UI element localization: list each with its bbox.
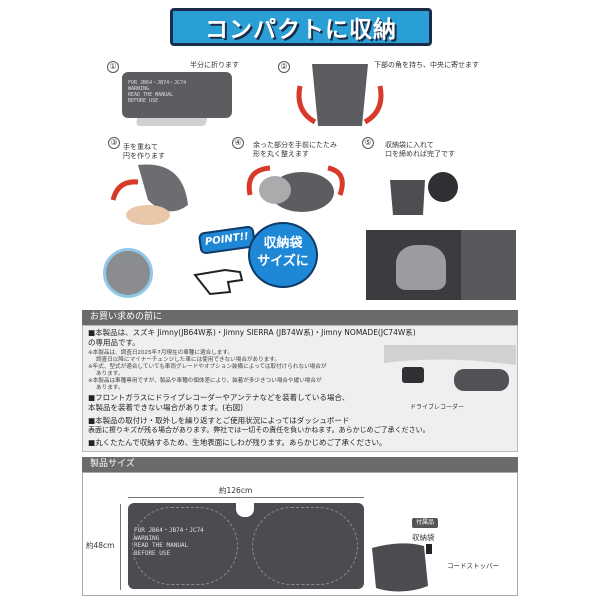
- notice-line-1: ■本製品は、スズキ Jimny(JB64W系)・Jimny SIERRA (JB…: [88, 328, 416, 337]
- notice-line-6: 表面に擦りキズが残る場合があります。弊社では一切その責任を負いかねます。あらかじ…: [88, 426, 430, 434]
- step-3-illustration: [110, 164, 188, 225]
- step-4-text-2: 形を丸く整えます: [253, 150, 309, 158]
- step-5-folded-shade: [428, 172, 458, 202]
- accessory-tag: 付属品: [412, 518, 438, 528]
- step-2-shade: [312, 64, 368, 126]
- step-1-shade: FOR JB64・JB74・JC74 WARNING READ THE MANU…: [122, 72, 232, 118]
- car-interior-photo: [366, 230, 516, 300]
- storage-bag-illustration: [372, 543, 432, 592]
- step-2-number: ②: [278, 61, 290, 73]
- pointing-hand-icon: [193, 268, 244, 296]
- notice-line-2: の専用品です。: [88, 338, 140, 347]
- drive-recorder-illustration: [384, 345, 516, 391]
- step-3-shade: [138, 164, 188, 212]
- notice-small-1: ※本製品は、調査日2025年7月現在の車種に適合します。: [88, 350, 233, 356]
- notice-small-3: ※年式、型式が適合していても車両グレードやオプション装備によっては取付けられない…: [88, 364, 327, 370]
- step-4-arrow-left: [246, 165, 271, 196]
- notice-line-7: ■丸くたたんで収納するため、生地表面にしわが残ります。あらかじめご了承ください。: [88, 438, 387, 447]
- product-seam-right: [252, 507, 358, 585]
- step-3-detail-circle: [103, 248, 153, 298]
- windshield-top: [384, 345, 516, 365]
- step-1-text: 半分に折ります: [190, 61, 239, 69]
- step-3-hands: [126, 205, 170, 225]
- car-photo-bag: [396, 245, 446, 290]
- notice-heading: お買い求めの前に: [82, 310, 518, 325]
- point-bubble: [248, 222, 318, 288]
- size-heading: 製品サイズ: [82, 457, 518, 472]
- step-4-number: ④: [232, 137, 244, 149]
- step-3-number: ③: [108, 137, 120, 149]
- height-label: 約48cm: [86, 541, 115, 550]
- step-4-text-1: 余った部分を手前にたたみ: [253, 141, 337, 149]
- car-photo-seat: [461, 230, 516, 300]
- cord-stopper-label: コードストッパー: [447, 562, 499, 570]
- notice-line-5: ■本製品の取付け・取外しを繰り返すとご使用状況によってはダッシュボード: [88, 416, 350, 425]
- drive-recorder-icon: [402, 367, 424, 383]
- step-1-print-line3: READ THE MANUAL: [128, 92, 174, 98]
- height-dimension-line: [120, 504, 121, 590]
- step-5-number: ⑤: [362, 137, 374, 149]
- step-2-arrow-left: [296, 85, 317, 125]
- width-dimension-line: [128, 497, 364, 498]
- step-4-illustration: [246, 165, 345, 212]
- page-title: コンパクトに収納: [205, 17, 397, 43]
- notice-small-6: あります。: [96, 385, 124, 391]
- cord-stopper-icon: [426, 544, 432, 554]
- notice-line-4: 本製品を装着できない場合があります。(右図): [88, 403, 244, 412]
- step-1-print-line4: BEFORE USE: [128, 98, 159, 104]
- step-4-fold: [259, 176, 291, 204]
- storage-bag-icon: [372, 543, 428, 592]
- point-text-2: サイズに: [257, 254, 309, 269]
- step-3-text-1: 手を重ねて: [123, 143, 158, 151]
- width-label: 約126cm: [219, 486, 253, 495]
- step-1-print-line2: WARNING: [128, 86, 150, 92]
- notice-line-3: ■フロントガラスにドライブレコーダーやアンテナなどを装着している場合、: [88, 393, 350, 402]
- notice-small-4: あります。: [96, 371, 124, 377]
- step-5-illustration: [390, 172, 458, 215]
- title-banner: コンパクトに収納: [170, 8, 432, 46]
- step-5-text-1: 収納袋に入れて: [385, 141, 434, 149]
- drive-recorder-label: ドライブレコーダー: [410, 404, 465, 411]
- step-5-bag: [390, 180, 425, 215]
- rear-mirror-icon: [454, 369, 509, 391]
- step-4-arrow-right: [327, 165, 345, 196]
- step-3-arrow: [110, 179, 139, 201]
- product-mirror-notch: [236, 503, 254, 517]
- point-text-1: 収納袋: [263, 236, 303, 251]
- step-2-text: 下部の角を持ち、中央に寄せます: [374, 61, 479, 69]
- notice-small-5: ※本製品は車種専用ですが、製品や車種の個体差により、装着が多少きつい場合や緩い場…: [88, 378, 322, 384]
- step-5-text-2: 口を締めれば完了です: [385, 150, 455, 158]
- step-1-number: ①: [107, 61, 119, 73]
- accessory-name: 収納袋: [412, 533, 435, 542]
- notice-small-2: 調査日以降にマイナーチェンジした車には使用できない場合があります。: [96, 357, 280, 363]
- product-shade: FOR JB64・JB74・JC74 WARNING READ THE MANU…: [128, 503, 364, 589]
- step-3-text-2: 円を作ります: [123, 152, 165, 160]
- product-seam-left: [132, 507, 238, 585]
- step-1-print-line1: FOR JB64・JB74・JC74: [128, 80, 187, 86]
- step-2-arrow-right: [363, 85, 384, 125]
- step-2-illustration: [296, 64, 384, 126]
